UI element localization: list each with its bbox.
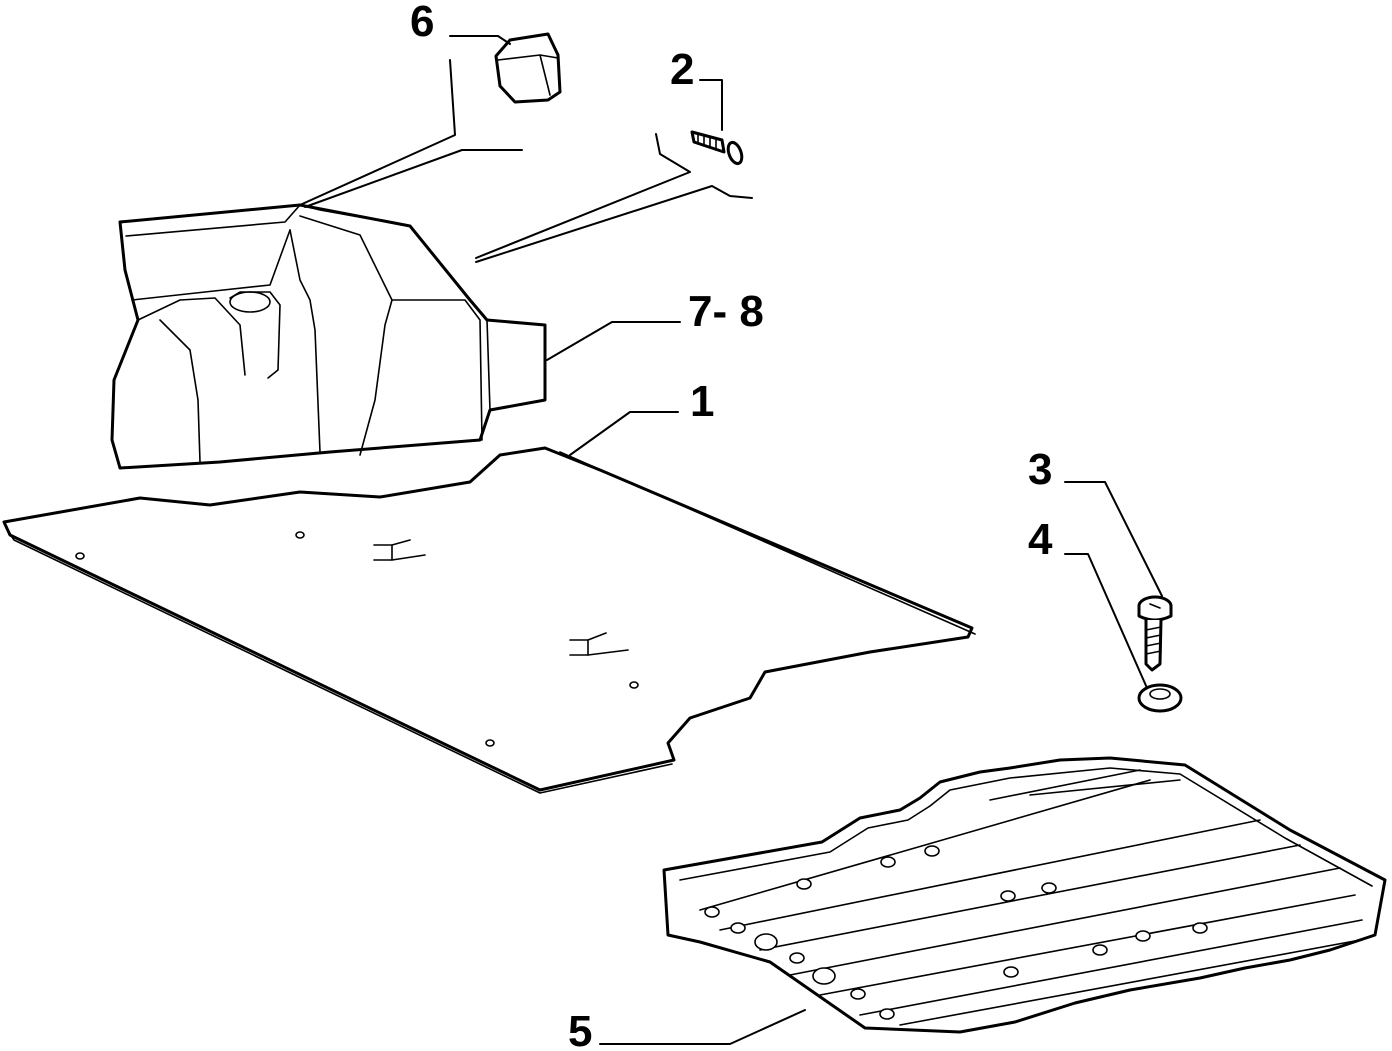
floor-protection-panel — [662, 756, 1387, 1034]
leader-part-6-stem — [299, 59, 456, 206]
callout-3: 3 — [1028, 445, 1052, 494]
floor-mat — [2, 446, 976, 794]
callout-5: 5 — [568, 1007, 592, 1051]
leader-part-6-stem-2 — [304, 149, 523, 208]
leader-part-2-stem — [475, 133, 691, 259]
callout-labels: 6 2 7- 8 1 3 4 5 — [410, 0, 1053, 1051]
leader-part-4 — [1064, 553, 1148, 689]
callout-6: 6 — [410, 0, 434, 46]
bolt — [1137, 595, 1173, 672]
washer — [1137, 683, 1183, 713]
rubber-pad — [494, 32, 562, 104]
callout-7-8: 7- 8 — [688, 287, 764, 336]
callout-2: 2 — [670, 45, 694, 94]
leader-part-3 — [1064, 481, 1163, 597]
leader-part-6 — [449, 35, 511, 45]
leader-part-2 — [699, 79, 723, 131]
self-tapping-screw — [690, 130, 744, 166]
callout-1: 1 — [690, 377, 714, 426]
callout-4: 4 — [1028, 515, 1053, 564]
leader-part-5 — [599, 1009, 806, 1045]
leader-lines — [299, 35, 1163, 1045]
leader-part-2-stem-2 — [475, 185, 753, 263]
tunnel-insulation-panel — [110, 203, 547, 470]
leader-part-1 — [569, 411, 679, 456]
leader-part-7-8 — [546, 321, 681, 361]
